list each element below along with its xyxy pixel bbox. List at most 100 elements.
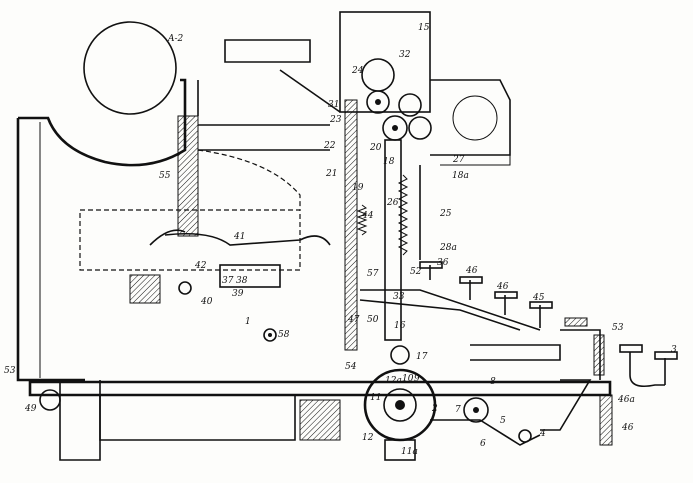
label-2: 2 bbox=[431, 404, 438, 414]
gear-top-left-axle bbox=[375, 99, 381, 105]
label-40: 40 bbox=[200, 297, 213, 307]
label-6: 6 bbox=[480, 439, 486, 449]
label-20: 20 bbox=[369, 143, 382, 153]
spring-box-left bbox=[129, 274, 161, 304]
label-19: 19 bbox=[352, 183, 364, 193]
roller-7 bbox=[463, 397, 489, 423]
label-3: 3 bbox=[671, 345, 677, 355]
key-cap-1 bbox=[419, 261, 443, 269]
label-28a: 28a bbox=[439, 243, 457, 253]
key-cap-2 bbox=[459, 276, 483, 284]
key-lever-36 bbox=[360, 289, 541, 331]
label-11a: 11a bbox=[401, 447, 418, 457]
gear-32 bbox=[361, 58, 395, 92]
label-12a: 12a bbox=[385, 376, 402, 386]
label-54: 54 bbox=[345, 362, 357, 372]
mechanism-block bbox=[219, 264, 281, 288]
housing-top-curve bbox=[18, 78, 187, 167]
top-arm bbox=[279, 69, 341, 113]
key-3-lever bbox=[629, 352, 665, 388]
right-post bbox=[593, 334, 605, 376]
label-53-left: 53 bbox=[4, 366, 16, 376]
key-lever-46 bbox=[359, 299, 521, 331]
label-a2: A-2 bbox=[167, 34, 184, 44]
label-24: 24 bbox=[351, 66, 364, 76]
gear-top-right bbox=[398, 93, 422, 117]
label-49: 49 bbox=[24, 404, 37, 414]
spring-housing-base bbox=[299, 399, 341, 441]
pivot-left bbox=[178, 281, 192, 295]
label-27: 27 bbox=[452, 155, 465, 165]
label-18a: 18a bbox=[452, 171, 469, 181]
key-cap-5 bbox=[564, 317, 588, 327]
foot-49 bbox=[39, 389, 61, 411]
key-cap-46a bbox=[619, 344, 643, 353]
vertical-plate bbox=[177, 115, 199, 237]
pivot-17 bbox=[390, 345, 410, 365]
right-column bbox=[384, 139, 402, 341]
label-58: 58 bbox=[278, 330, 290, 340]
label-57: 57 bbox=[367, 269, 379, 279]
label-46-a: 46 bbox=[465, 266, 478, 276]
label-12: 12 bbox=[362, 433, 374, 443]
label-23: 23 bbox=[329, 115, 342, 125]
label-22: 22 bbox=[323, 141, 336, 151]
gear-top-left bbox=[366, 90, 390, 114]
label-55: 55 bbox=[159, 171, 171, 181]
label-25: 25 bbox=[439, 209, 452, 219]
plate-upper-rails bbox=[184, 80, 199, 116]
right-casing-rail bbox=[430, 154, 511, 166]
link-4-pivot bbox=[518, 429, 532, 443]
label-52: 52 bbox=[410, 267, 422, 277]
label-50: 50 bbox=[367, 315, 379, 325]
central-column bbox=[344, 99, 358, 351]
label-47: 47 bbox=[347, 315, 360, 325]
base-recess bbox=[99, 395, 296, 441]
label-15: 15 bbox=[418, 23, 430, 33]
main-wheel-axle bbox=[395, 400, 405, 410]
gear-mid bbox=[382, 115, 408, 141]
label-1: 1 bbox=[245, 317, 251, 327]
label-45: 45 bbox=[532, 293, 545, 303]
label-36: 36 bbox=[437, 258, 449, 268]
label-16: 16 bbox=[394, 321, 406, 331]
label-31: 31 bbox=[328, 100, 339, 110]
frame-upper-bars bbox=[198, 124, 330, 151]
right-foot bbox=[599, 394, 613, 446]
label-17: 17 bbox=[416, 352, 428, 362]
spring-28a bbox=[397, 174, 409, 256]
label-38: 38 bbox=[236, 276, 248, 286]
base-plate bbox=[28, 380, 612, 397]
label-11: 11 bbox=[370, 393, 381, 403]
label-46-b: 46 bbox=[496, 282, 509, 292]
roller-7-axle bbox=[473, 407, 479, 413]
right-casing-arc bbox=[452, 95, 498, 141]
pivot-58 bbox=[263, 328, 277, 342]
key-cap-3 bbox=[494, 291, 518, 299]
label-46-lower: 46 bbox=[621, 423, 634, 433]
right-casing bbox=[430, 79, 511, 156]
label-5: 5 bbox=[500, 416, 506, 426]
label-44: 44 bbox=[361, 211, 374, 221]
label-9: 9 bbox=[414, 374, 420, 384]
label-33: 33 bbox=[393, 292, 405, 302]
label-39: 39 bbox=[232, 289, 244, 299]
spring-21 bbox=[356, 204, 368, 236]
left-leg bbox=[59, 380, 101, 461]
label-26: 26 bbox=[386, 198, 399, 208]
lever-41 bbox=[164, 232, 331, 246]
head-block bbox=[339, 11, 431, 113]
label-4: 4 bbox=[539, 429, 546, 439]
label-41: 41 bbox=[233, 232, 245, 242]
label-37: 37 bbox=[222, 276, 234, 286]
reference-circle bbox=[83, 21, 177, 115]
link-46 bbox=[540, 379, 592, 431]
label-53-right: 53 bbox=[612, 323, 624, 333]
pivot-58-axle bbox=[268, 333, 272, 337]
gear-right bbox=[408, 116, 432, 140]
lever-42-hook bbox=[149, 229, 186, 246]
dashed-curve bbox=[197, 149, 301, 210]
housing-left-wall bbox=[16, 118, 85, 382]
